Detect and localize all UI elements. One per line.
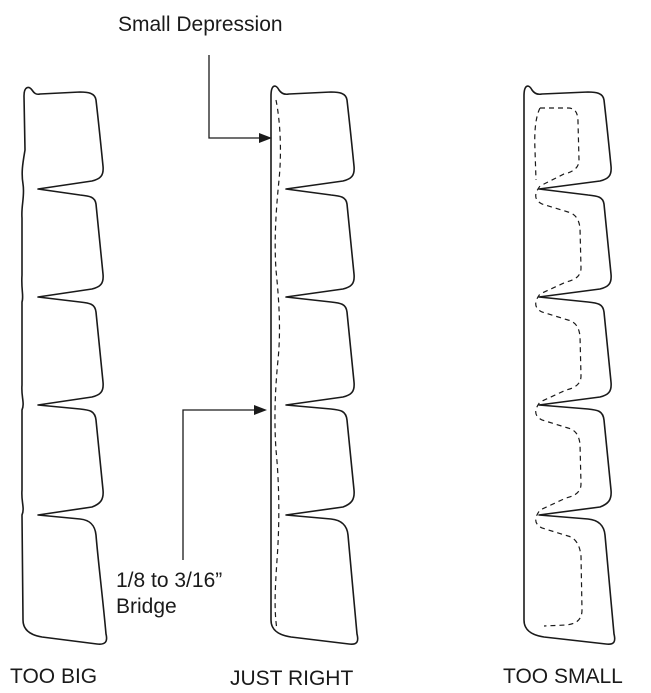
- just-right-label: JUST RIGHT: [230, 667, 353, 690]
- too-small-label: TOO SMALL: [503, 665, 623, 688]
- bridge-arrow: [182, 405, 267, 560]
- too-big-label: TOO BIG: [10, 665, 97, 688]
- too-big-profile: [20, 86, 108, 645]
- small-depression-arrow: [208, 55, 272, 143]
- bridge-label: Bridge: [116, 595, 177, 618]
- bridge-size-label: 1/8 to 3/16”: [116, 569, 222, 592]
- small-depression-label: Small Depression: [118, 13, 283, 36]
- too-small-profile: [523, 85, 616, 645]
- just-right-profile: [270, 85, 359, 645]
